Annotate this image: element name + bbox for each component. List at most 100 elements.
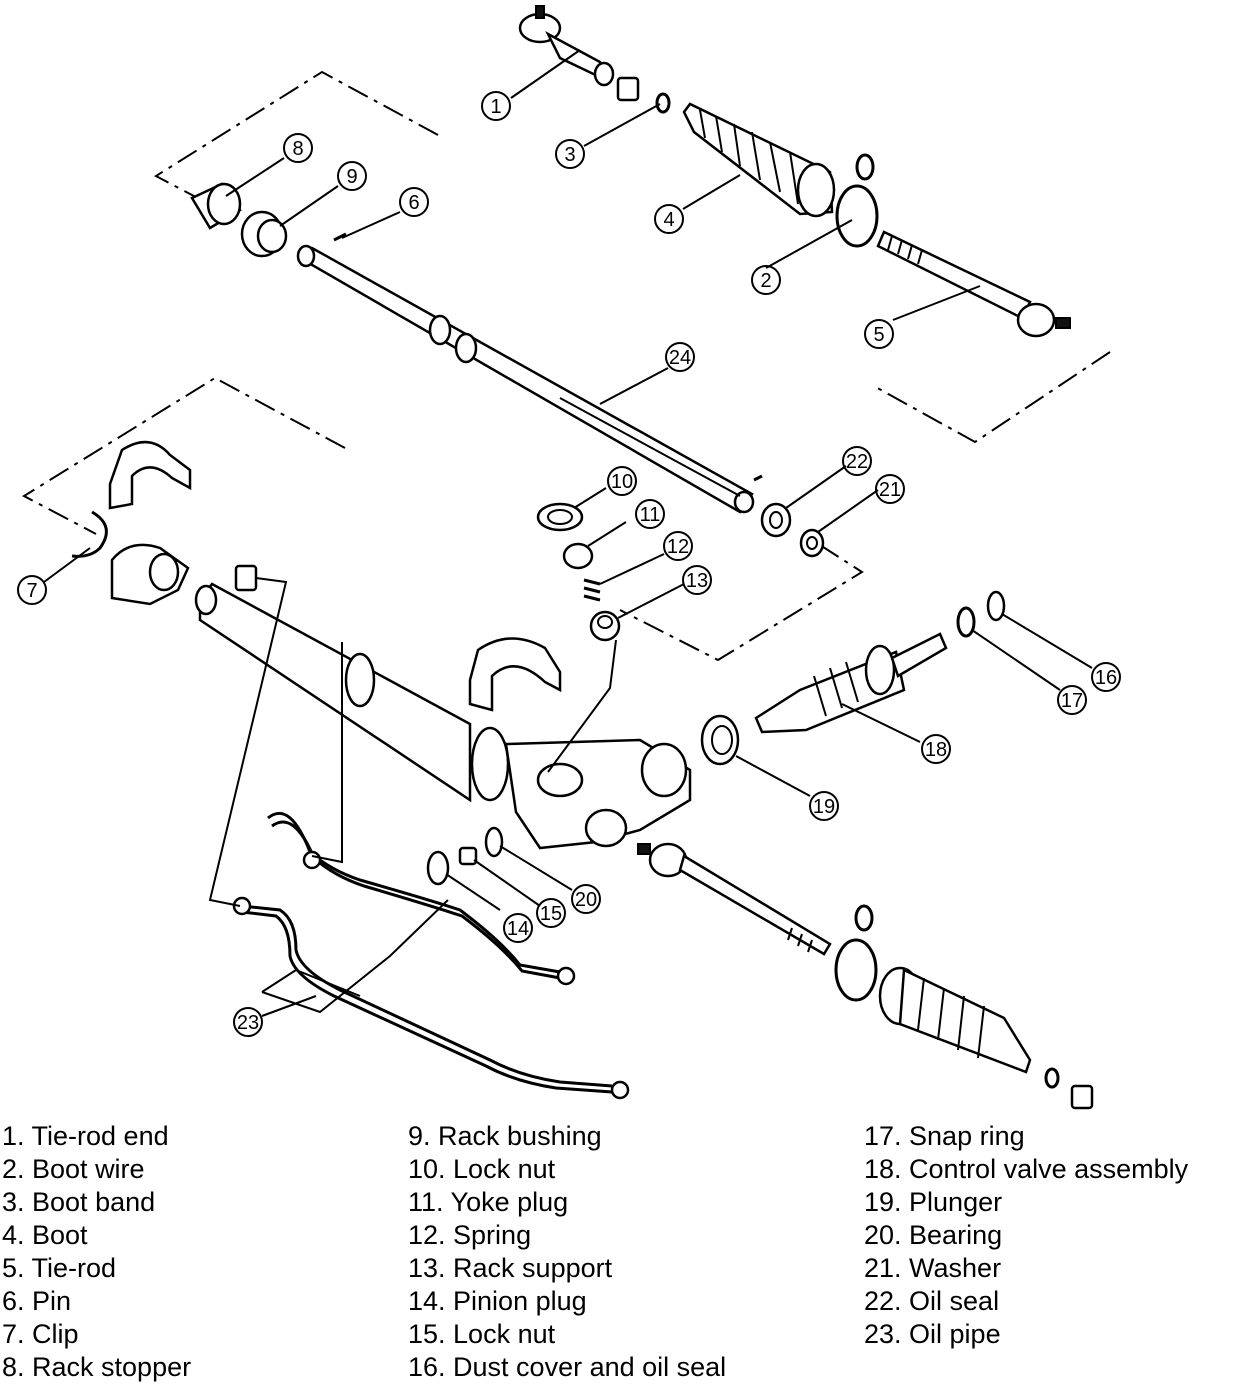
parts-legend-column-2: 9. Rack bushing 10. Lock nut 11. Yoke pl…	[408, 1120, 726, 1384]
parts-legend-column-3: 17. Snap ring 18. Control valve assembly…	[864, 1120, 1188, 1351]
boot-wire-top-part	[835, 153, 879, 248]
boot-top-part	[682, 102, 836, 218]
legend-item: 18. Control valve assembly	[864, 1154, 1189, 1184]
tie-rod-bottom-part	[637, 842, 832, 956]
boot-wire-bottom-part	[834, 904, 878, 1002]
callout-24: 24	[665, 342, 695, 372]
clip-part	[71, 510, 108, 558]
svg-text:18: 18	[925, 739, 947, 761]
callout-20: 20	[571, 884, 601, 914]
tie-rod-top-part	[876, 230, 1071, 338]
legend-item: 14. Pinion plug	[408, 1286, 587, 1316]
svg-text:13: 13	[686, 570, 708, 592]
callout-18: 18	[921, 734, 951, 764]
boot-bottom-part	[878, 966, 1032, 1074]
svg-text:5: 5	[873, 324, 884, 346]
steering-rack-exploded-diagram: 1 2 3 4 5 6 7 8 9 10 11 12 13 14 15 16 1…	[17, 5, 1121, 1110]
callout-12: 12	[663, 531, 693, 561]
callout-16: 16	[1091, 662, 1121, 692]
legend-item: 11. Yoke plug	[408, 1187, 569, 1217]
mounting-bracket-upper-part	[108, 441, 192, 510]
svg-text:21: 21	[879, 479, 901, 501]
legend-item: 17. Snap ring	[864, 1121, 1025, 1151]
callout-10: 10	[607, 466, 637, 496]
boot-band-bottom-part	[1044, 1067, 1060, 1089]
callout-6: 6	[399, 187, 429, 217]
lock-nut-upper-part	[536, 502, 584, 532]
group-bracket-tierod-right	[871, 351, 1111, 444]
svg-text:14: 14	[507, 918, 529, 940]
svg-text:8: 8	[292, 138, 303, 160]
callout-14: 14	[503, 913, 533, 943]
legend-item: 9. Rack bushing	[408, 1121, 602, 1151]
callout-13: 13	[682, 565, 712, 595]
legend-item: 1. Tie-rod end	[2, 1121, 169, 1151]
legend-item: 19. Plunger	[864, 1187, 1003, 1217]
callout-7: 7	[17, 575, 47, 605]
legend-item: 23. Oil pipe	[864, 1319, 1001, 1349]
legend-item: 12. Spring	[408, 1220, 532, 1250]
svg-text:20: 20	[575, 889, 597, 911]
svg-text:17: 17	[1061, 690, 1083, 712]
legend-item: 10. Lock nut	[408, 1154, 556, 1184]
pin-part	[333, 232, 347, 242]
plunger-part	[700, 714, 740, 766]
leader-lines	[43, 49, 1093, 1017]
spring-part	[583, 578, 601, 602]
oil-pipe-guide-lines	[208, 577, 343, 907]
svg-text:23: 23	[237, 1012, 259, 1034]
group-bracket-rack-stopper	[153, 70, 439, 214]
svg-text:16: 16	[1095, 667, 1117, 689]
legend-item: 8. Rack stopper	[2, 1352, 192, 1382]
legend-item: 22. Oil seal	[864, 1286, 1000, 1316]
group-bracket-yoke	[619, 544, 864, 662]
svg-text:1: 1	[490, 96, 501, 118]
legend-item: 21. Washer	[864, 1253, 1002, 1283]
legend-item: 20. Bearing	[864, 1220, 1003, 1250]
parts-legend-column-1: 1. Tie-rod end 2. Boot wire 3. Boot band…	[2, 1120, 191, 1384]
gear-housing-part	[194, 564, 692, 850]
legend-item: 3. Boot band	[2, 1187, 156, 1217]
legend-item: 2. Boot wire	[2, 1154, 145, 1184]
callout-5: 5	[864, 319, 894, 349]
legend-item: 16. Dust cover and oil seal	[408, 1352, 727, 1382]
legend-item: 7. Clip	[2, 1319, 79, 1349]
callout-9: 9	[337, 161, 367, 191]
svg-text:2: 2	[760, 270, 771, 292]
legend-item: 5. Tie-rod	[2, 1253, 117, 1283]
snap-ring-part	[956, 606, 976, 638]
tie-rod-end-top-part	[518, 5, 640, 102]
rack-part	[296, 244, 763, 514]
svg-text:10: 10	[611, 471, 633, 493]
callout-8: 8	[283, 133, 313, 163]
svg-text:11: 11	[640, 504, 661, 526]
pinion-plug-part	[426, 850, 450, 886]
callout-2: 2	[751, 265, 781, 295]
callout-4: 4	[654, 204, 684, 234]
svg-text:19: 19	[813, 796, 835, 818]
mounting-bracket-center-part	[468, 637, 562, 712]
callout-1: 1	[481, 91, 511, 121]
lock-nut-lower-part	[458, 846, 478, 866]
callout-22: 22	[842, 446, 872, 476]
svg-text:24: 24	[669, 347, 691, 369]
legend-item: 6. Pin	[2, 1286, 72, 1316]
svg-text:4: 4	[663, 209, 674, 231]
rack-bushing-part	[240, 210, 288, 258]
callout-21: 21	[875, 474, 905, 504]
callout-19: 19	[809, 791, 839, 821]
group-bracket-mount	[21, 376, 346, 535]
washer-part	[799, 528, 825, 558]
callout-23: 23	[233, 1007, 263, 1037]
tie-rod-end-nut-bottom-part	[1070, 1084, 1094, 1110]
oil-pipe-part	[232, 811, 630, 1100]
oil-seal-part	[760, 502, 792, 538]
svg-text:6: 6	[408, 192, 419, 214]
mounting-insulator-part	[110, 543, 190, 606]
callout-11: 11	[635, 499, 665, 529]
boot-band-top-part	[655, 92, 671, 114]
callout-15: 15	[536, 898, 566, 928]
yoke-plug-part	[562, 542, 594, 570]
svg-text:12: 12	[667, 536, 689, 558]
legend-item: 15. Lock nut	[408, 1319, 556, 1349]
